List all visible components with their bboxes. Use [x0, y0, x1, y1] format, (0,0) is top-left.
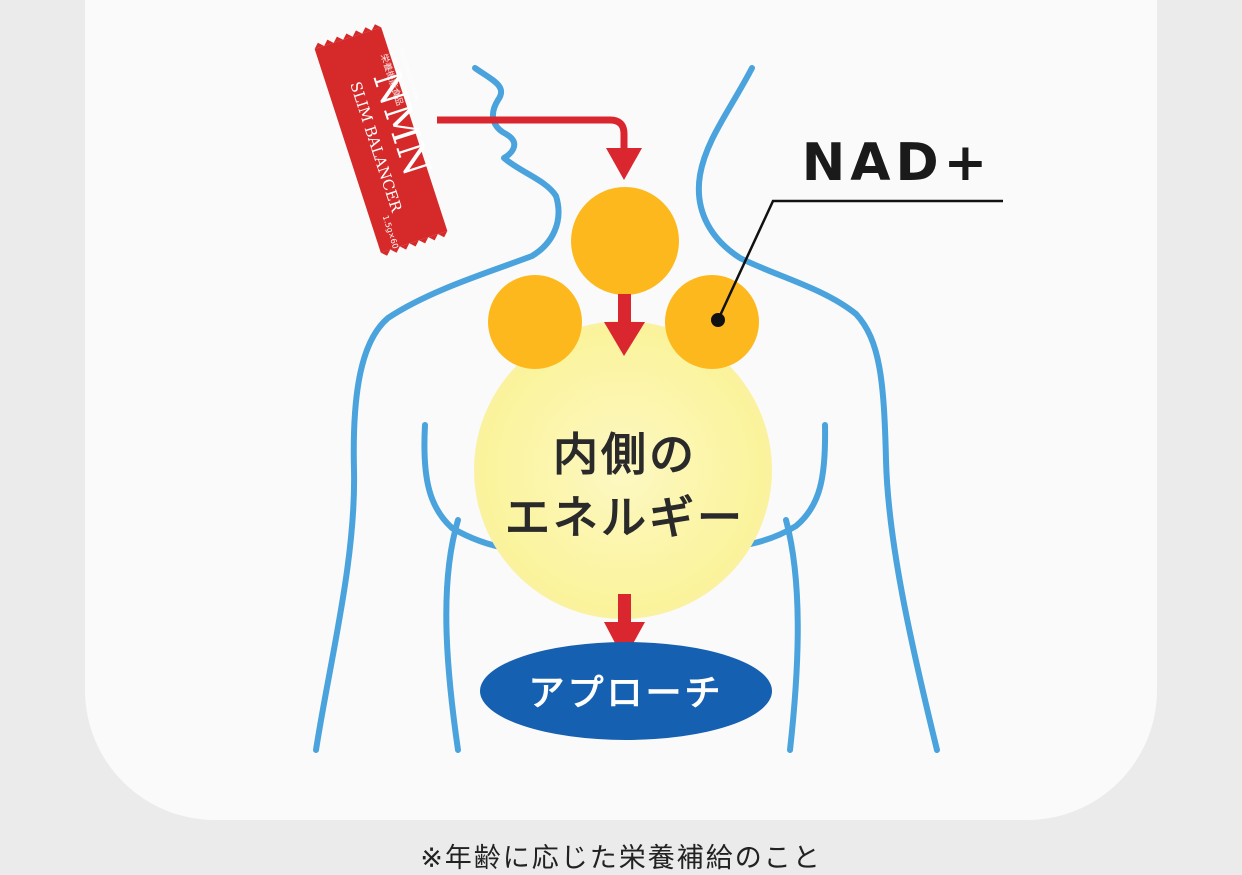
footnote: ※年齢に応じた栄養補給のこと	[420, 843, 822, 874]
nad-circle-left	[488, 275, 582, 369]
nad-label: NAD+	[802, 133, 993, 193]
approach-ellipse	[480, 642, 772, 740]
nmn-product-packet: NMN SLIM BALANCER 栄養機能食品 β-Nicotinamide …	[314, 24, 448, 256]
intake-arrow	[437, 116, 642, 180]
down-arrow-nad	[604, 294, 645, 356]
body-outline	[313, 65, 940, 753]
nad-circle-top	[571, 187, 679, 295]
down-arrow-approach	[604, 594, 645, 660]
approach-label: アプローチ	[528, 673, 723, 714]
nad-pointer	[711, 199, 1003, 327]
energy-label-line2: エネルギー	[505, 491, 745, 544]
energy-label-line1: 内側の	[553, 428, 697, 481]
